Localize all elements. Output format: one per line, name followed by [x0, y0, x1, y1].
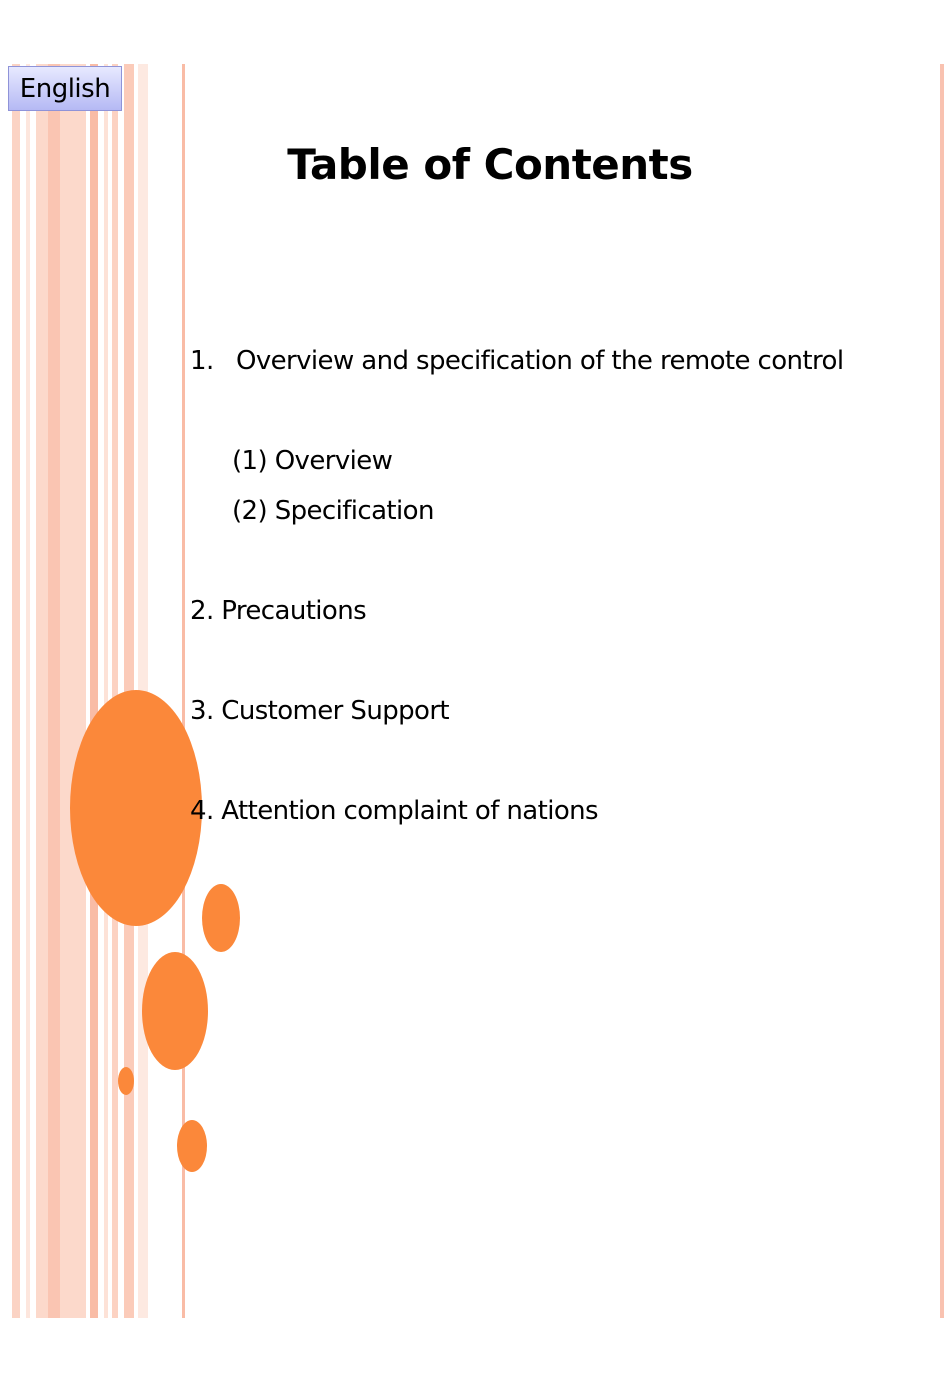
left-content-rule [182, 64, 185, 1318]
toc-subitem-overview: (1) Overview [232, 446, 393, 476]
toc-item-1-number: 1. [190, 346, 214, 376]
decorative-circle-medium [142, 952, 208, 1070]
decorative-circle-small [202, 884, 240, 952]
toc-item-4: 4. Attention complaint of nations [190, 796, 599, 826]
toc-subitem-specification: (2) Specification [232, 496, 434, 526]
toc-item-1: Overview and specification of the remote… [236, 346, 844, 376]
page-title: Table of Contents [287, 140, 693, 189]
language-tab[interactable]: English [8, 66, 122, 111]
decorative-circle-large [70, 690, 202, 926]
right-edge-rule [940, 64, 944, 1318]
decorative-circle-tiny [118, 1067, 134, 1095]
toc-item-3: 3. Customer Support [190, 696, 450, 726]
toc-item-2: 2. Precautions [190, 596, 367, 626]
decorative-circle-small-bottom [177, 1120, 207, 1172]
